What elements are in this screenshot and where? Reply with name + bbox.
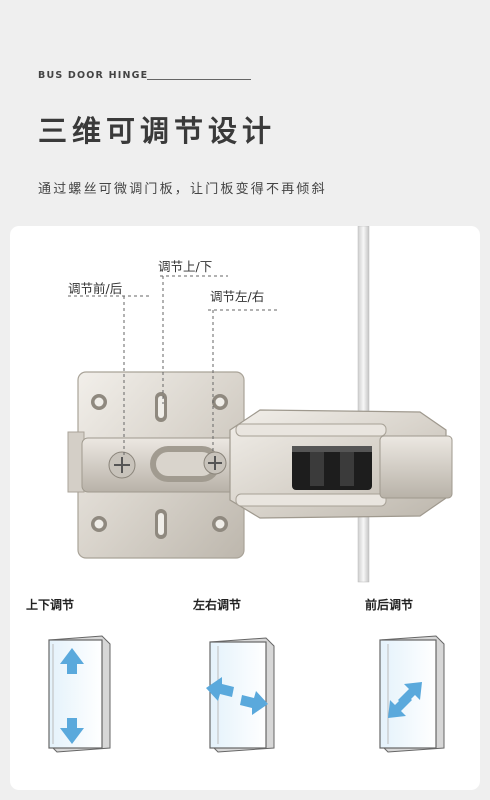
adjustment-label-up-down: 上下调节: [26, 598, 75, 612]
hinge-illustration: [48, 226, 453, 753]
callout-front-back: 调节前/后: [68, 281, 123, 296]
brand-label: BUS DOOR HINGE: [38, 70, 149, 81]
diagonal-arrow-icon: [388, 682, 422, 718]
brand-divider: [147, 79, 251, 80]
callout-up-down: 调节上/下: [158, 259, 213, 274]
callout-left-right: 调节左/右: [210, 289, 265, 304]
door-diagram-left-right: [206, 637, 275, 753]
mounting-rod: [357, 226, 370, 583]
left-right-arrow-icon: [206, 677, 268, 715]
brand-line: BUS DOOR HINGE: [38, 70, 148, 81]
up-down-arrow-icon: [60, 648, 84, 744]
callout-lines: [68, 275, 280, 456]
door-diagram-up-down: [48, 635, 111, 753]
adjustment-label-front-back: 前后调节: [365, 598, 414, 612]
hinge-arm: [229, 409, 453, 519]
adjustment-label-left-right: 左右调节: [193, 598, 242, 612]
product-card: 调节前/后 调节上/下 调节左/右: [10, 226, 480, 790]
mounting-plate: [67, 371, 245, 559]
page-title: 三维可调节设计: [38, 114, 277, 148]
door-diagram-front-back: [379, 635, 445, 753]
page-subtitle: 通过螺丝可微调门板，让门板变得不再倾斜: [38, 182, 327, 197]
